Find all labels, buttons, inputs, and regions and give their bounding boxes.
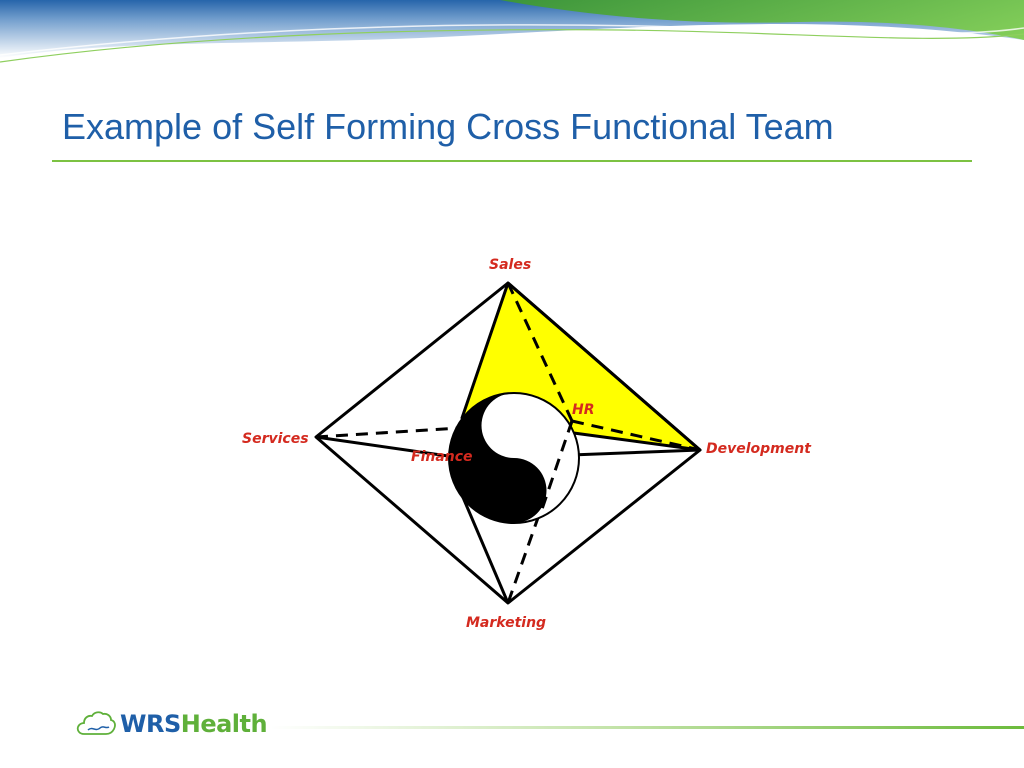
logo-text-wrs: WRS	[120, 710, 181, 738]
logo-text: WRSHealth	[120, 710, 268, 738]
edge-services-finance	[315, 435, 463, 460]
cloud-icon	[76, 711, 116, 735]
top-banner	[0, 0, 1024, 75]
edge-finance-marketing	[460, 494, 510, 604]
node-label-marketing: Marketing	[466, 615, 546, 631]
title-divider	[52, 160, 972, 162]
node-label-sales: Sales	[489, 257, 531, 273]
slide-title: Example of Self Forming Cross Functional…	[62, 106, 834, 147]
edge-hr-development	[571, 419, 701, 452]
node-label-development: Development	[706, 441, 812, 457]
edge-hr-marketing-front	[538, 420, 574, 516]
wrshealth-logo: WRSHealth	[76, 706, 268, 742]
footer-divider	[270, 726, 1024, 729]
edge-sales-hr	[506, 282, 574, 422]
edge-services-hr	[315, 419, 573, 439]
yin-yang-icon	[448, 392, 580, 524]
edge-hr-marketing	[506, 420, 574, 604]
node-label-finance: Finance	[411, 449, 473, 465]
node-label-hr: HR	[572, 402, 595, 418]
node-label-services: Services	[242, 431, 309, 447]
logo-text-health: Health	[180, 710, 268, 738]
